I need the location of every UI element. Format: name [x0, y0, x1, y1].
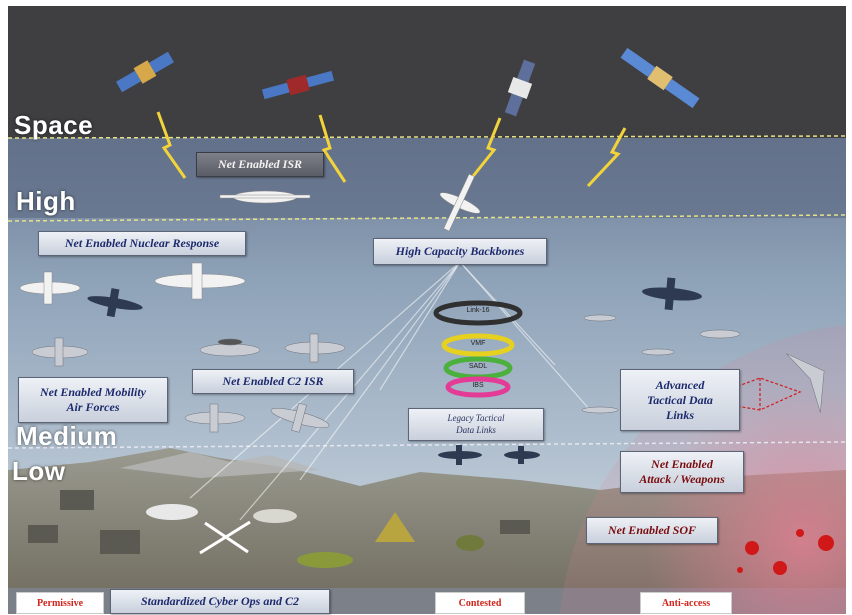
footer-contested: Contested	[435, 592, 525, 614]
global-hawk-drone-icon	[219, 190, 311, 204]
lightning-link-icon	[318, 114, 347, 183]
bomber-aircraft-icon	[87, 288, 143, 318]
footer-cyber-ops: Standardized Cyber Ops and C2	[110, 589, 330, 614]
lightning-link-icon	[586, 127, 627, 188]
label-sof: Net Enabled SOF	[586, 517, 718, 544]
label-net-enabled-isr: Net Enabled ISR	[196, 152, 324, 177]
tanker-aircraft-icon	[154, 262, 246, 300]
label-attack-weapons: Net Enabled Attack / Weapons	[620, 451, 744, 493]
data-link-rings	[433, 300, 523, 398]
lightning-link-icon	[468, 117, 502, 181]
footer-permissive: Permissive	[16, 592, 104, 614]
reaper-drone-icon	[439, 173, 481, 232]
fighter-jet-icon	[699, 329, 741, 339]
label-high-capacity-backbones: High Capacity Backbones	[373, 238, 547, 265]
tier-label-high: High	[16, 186, 76, 216]
fighter-jet-icon	[641, 348, 675, 356]
fighter-jet-icon	[438, 445, 482, 465]
label-legacy-tactical-data-links: Legacy Tactical Data Links	[408, 408, 544, 441]
label-mobility-air-forces: Net Enabled Mobility Air Forces	[18, 377, 168, 423]
ring-label-sadl: SADL	[468, 363, 488, 370]
ring-label-link16: Link-16	[466, 307, 490, 314]
satellite-icon	[620, 47, 700, 109]
stealth-bomber-icon	[786, 353, 825, 413]
label-c2-isr: Net Enabled C2 ISR	[192, 369, 354, 394]
jstars-aircraft-icon	[270, 402, 330, 433]
ground-assets	[28, 490, 530, 568]
cargo-aircraft-icon	[31, 337, 89, 367]
bomber-aircraft-icon	[642, 277, 702, 311]
tier-label-low: Low	[12, 456, 66, 486]
fighter-jet-icon	[504, 446, 540, 464]
label-advanced-tactical-data-links: Advanced Tactical Data Links	[620, 369, 740, 431]
awacs-aircraft-icon	[199, 338, 261, 357]
tier-label-space: Space	[14, 110, 94, 140]
explosion-icons	[737, 529, 834, 575]
surveillance-aircraft-icon	[284, 333, 346, 363]
runway-cross-icon	[199, 520, 251, 555]
satellite-icon	[116, 51, 174, 93]
ring-label-vmf: VMF	[470, 340, 486, 347]
tier-label-medium: Medium	[16, 421, 118, 451]
transport-aircraft-icon	[184, 403, 246, 433]
satellite-icon	[261, 70, 335, 100]
high-band	[8, 138, 846, 218]
satellite-icon	[504, 59, 536, 117]
lightning-link-icon	[156, 111, 187, 179]
fighter-jet-icon	[583, 314, 617, 322]
footer-anti-access: Anti-access	[640, 592, 732, 614]
airliner-icon	[19, 271, 81, 305]
label-nuclear-response: Net Enabled Nuclear Response	[38, 231, 246, 256]
ring-label-ibs: IBS	[472, 382, 484, 389]
fighter-jet-icon	[581, 406, 619, 414]
advanced-link-lines	[699, 377, 802, 411]
mountain-ridge	[120, 452, 320, 478]
